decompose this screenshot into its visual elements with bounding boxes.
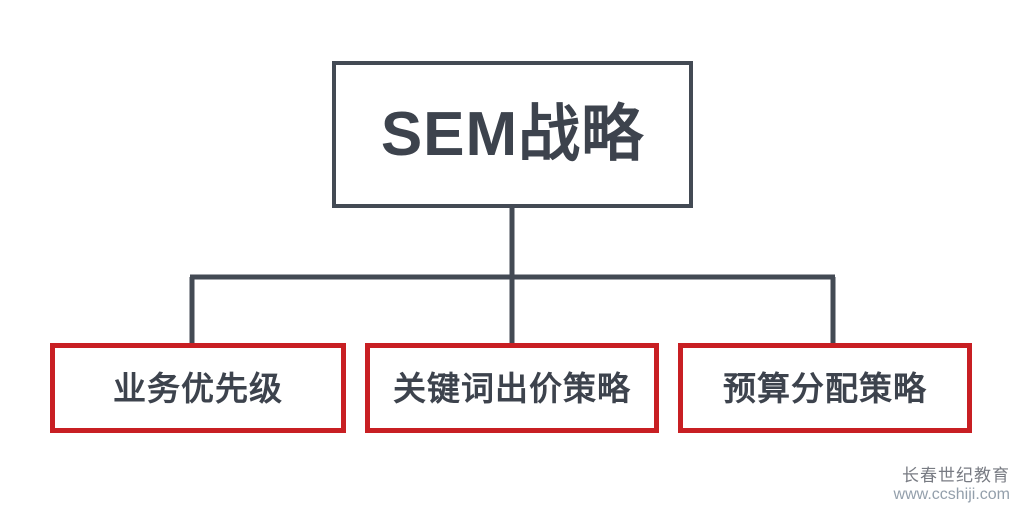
node-child-business-priority-label: 业务优先级 bbox=[113, 369, 283, 407]
node-child-budget-allocation-strategy-label: 预算分配策略 bbox=[723, 369, 927, 407]
node-child-keyword-bidding-strategy: 关键词出价策略 bbox=[365, 343, 659, 433]
watermark-title: 长春世纪教育 bbox=[902, 466, 1010, 486]
node-root-label: SEM战略 bbox=[380, 99, 645, 169]
node-child-business-priority: 业务优先级 bbox=[50, 343, 346, 433]
watermark-url: www.ccshiji.com bbox=[893, 485, 1010, 503]
node-child-keyword-bidding-strategy-label: 关键词出价策略 bbox=[393, 369, 631, 407]
node-child-budget-allocation-strategy: 预算分配策略 bbox=[678, 343, 972, 433]
node-root: SEM战略 bbox=[332, 61, 693, 208]
watermark: 长春世纪教育 www.ccshiji.com bbox=[894, 466, 1010, 504]
